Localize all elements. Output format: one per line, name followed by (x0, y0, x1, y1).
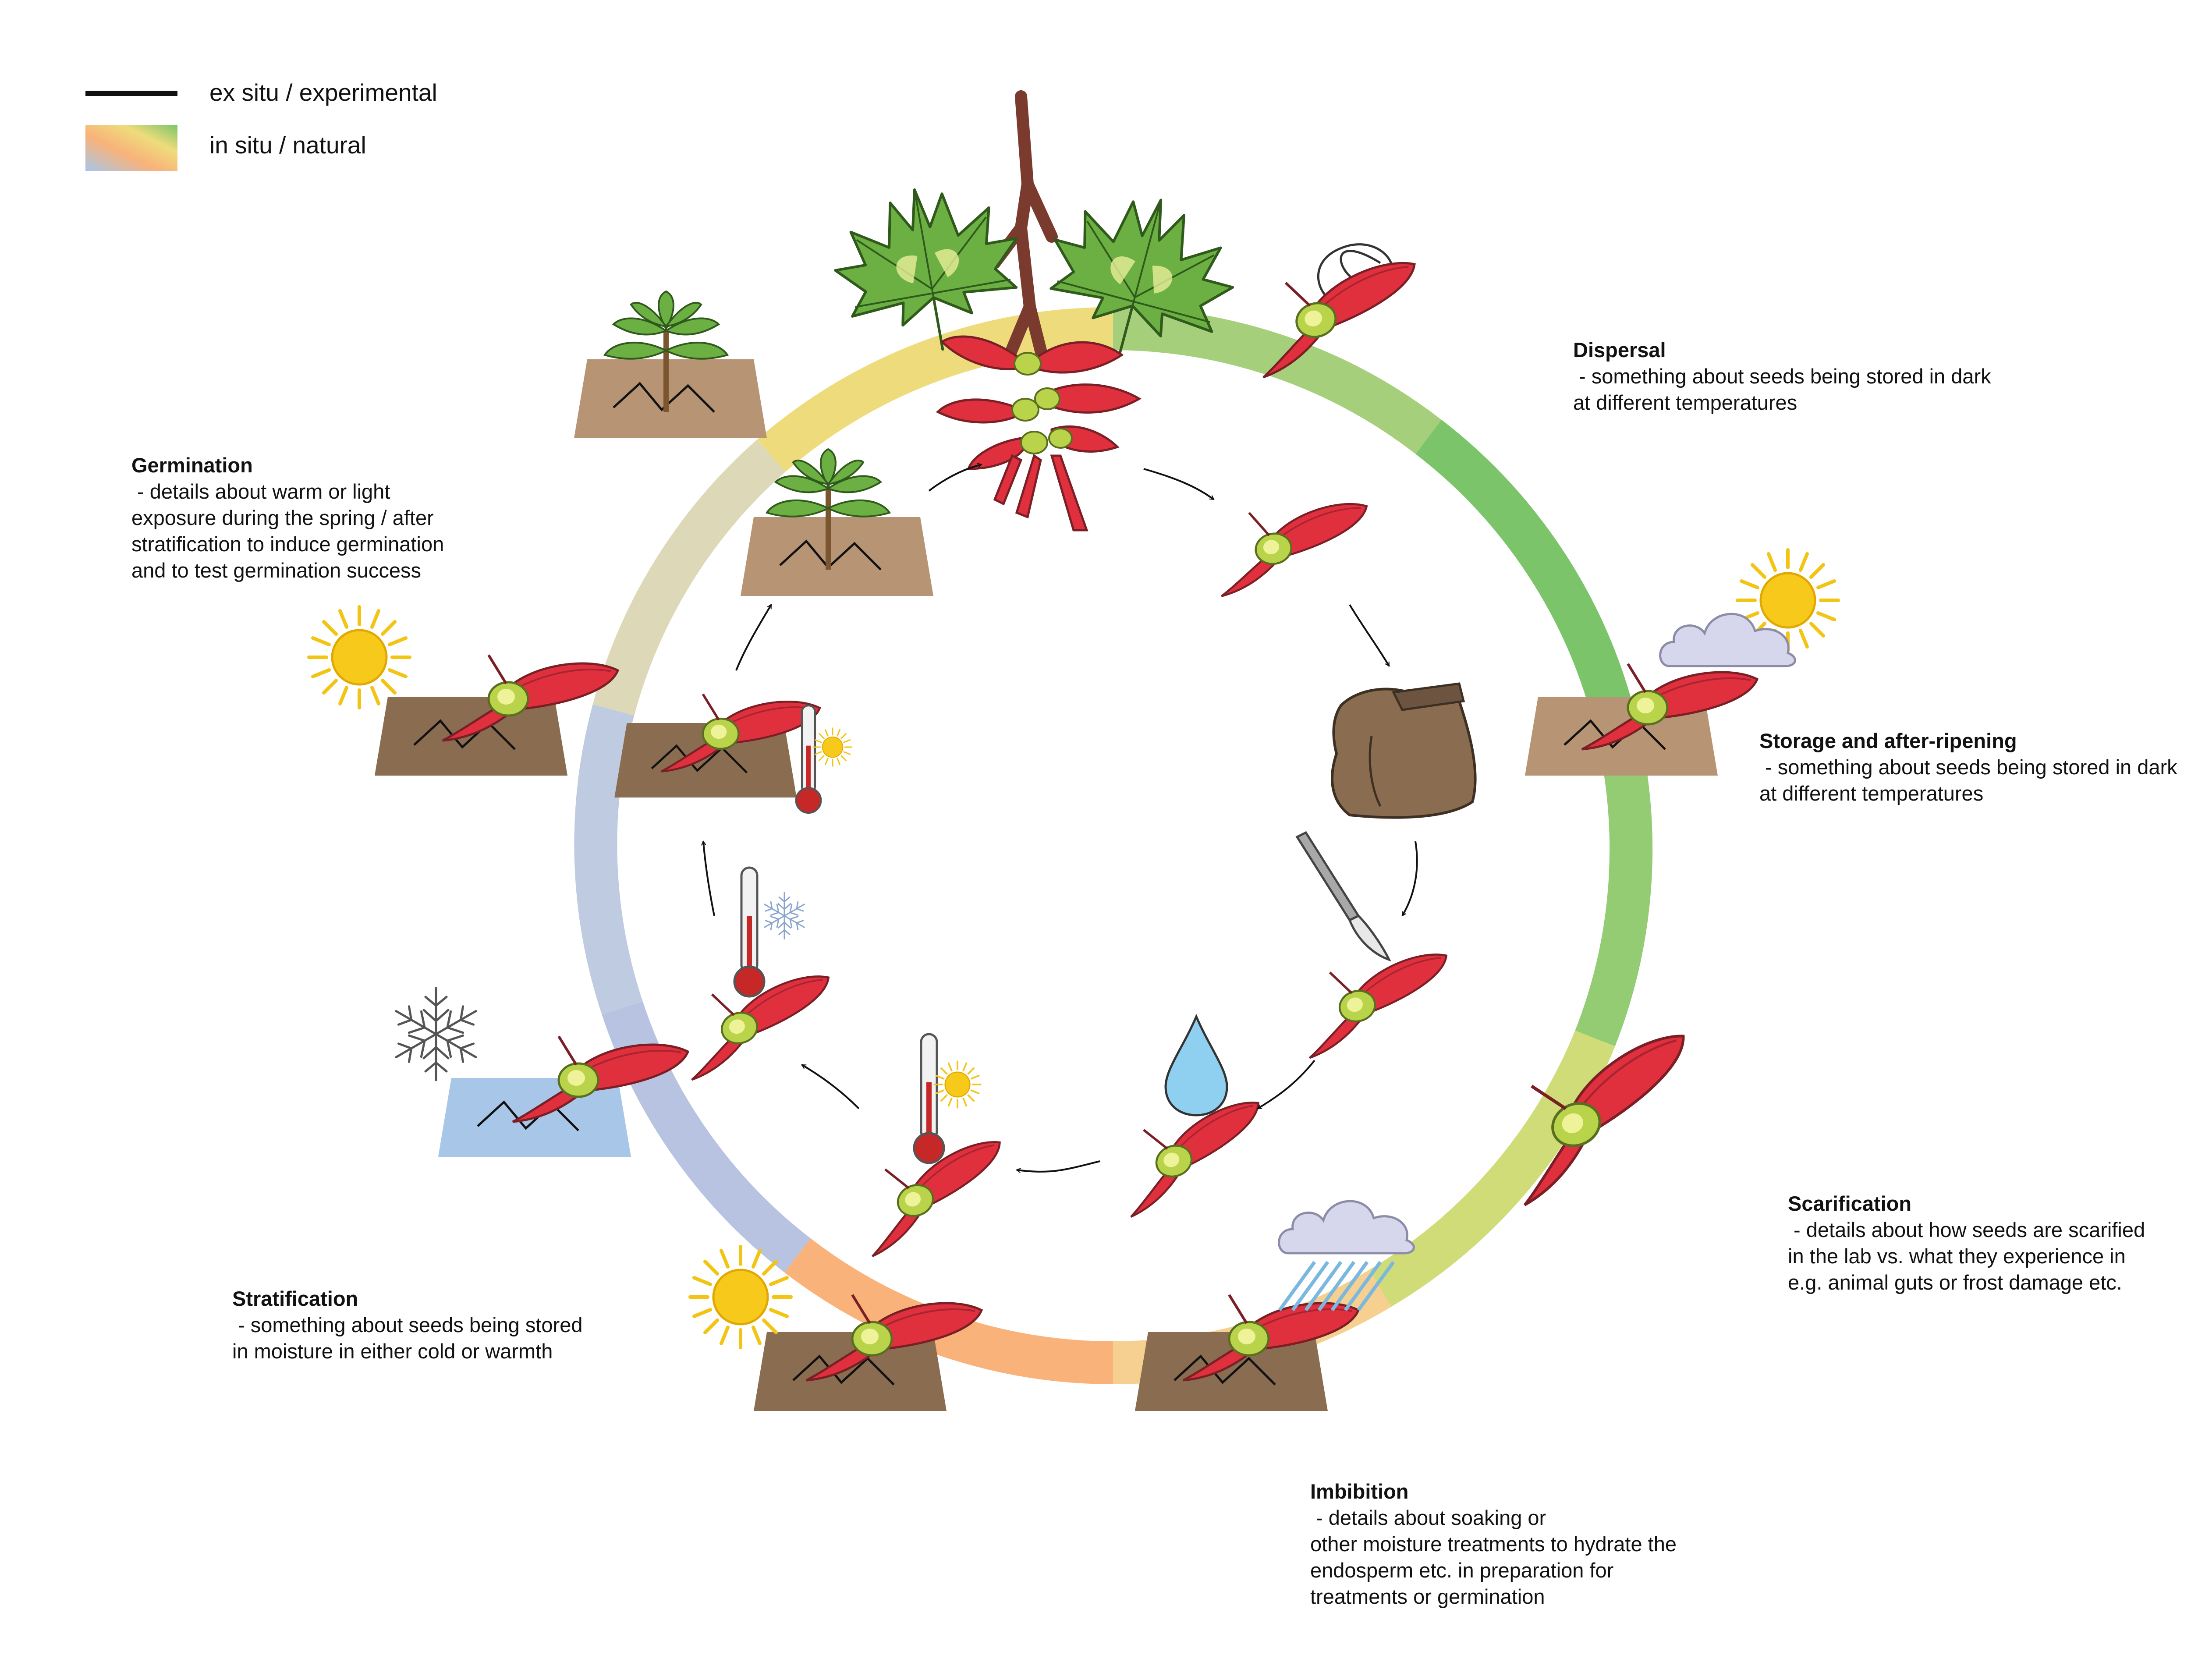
stage-description-line: other moisture treatments to hydrate the (1310, 1532, 1677, 1556)
stage-description-line: - details about warm or light (131, 480, 390, 503)
cycle-ring (574, 307, 1653, 1384)
ring-segment-green (1415, 420, 1634, 718)
sun-icon (309, 607, 410, 708)
legend-gradient-swatch (85, 125, 177, 171)
sun-icon (813, 727, 852, 767)
stage-label-germination: Germination - details about warm or ligh… (131, 454, 444, 582)
snowflake-icon (390, 988, 482, 1080)
arrow-samara-to-rock (1349, 604, 1390, 666)
ring-segment-blue (574, 704, 643, 1015)
stage-description-line: - something about seeds being stored in … (1759, 755, 2177, 779)
arrow-scarified-to-imbibed (1258, 1060, 1315, 1109)
ring-segment-yellow (757, 307, 1113, 472)
stage-description-line: e.g. animal guts or frost damage etc. (1788, 1271, 2122, 1294)
ring-segment-gray (592, 439, 786, 716)
stage-description-line: exposure during the spring / after (131, 506, 434, 529)
arrow-cold-to-test (703, 841, 715, 916)
stage-description-line: at different temperatures (1759, 782, 1983, 805)
inner-cycle (614, 449, 1477, 1256)
soil-block-icon (741, 517, 933, 596)
maple-branch-icon (824, 90, 1250, 532)
stage-title: Stratification (232, 1287, 358, 1310)
sun-icon (690, 1247, 791, 1347)
stage-label-imbibition: Imbibition - details about soaking or ot… (1310, 1480, 1677, 1608)
stage-description-line: in the lab vs. what they experience in (1788, 1244, 2126, 1268)
soil-block-icon (375, 697, 567, 776)
legend-natural-label: in situ / natural (209, 131, 366, 159)
stage-label-dispersal: Dispersal - something about seeds being … (1573, 338, 1991, 414)
stage-description-line: and to test germination success (131, 559, 421, 582)
arrow-branch-to-samara (1143, 468, 1214, 500)
stage-label-stratification: Stratification - something about seeds b… (232, 1287, 583, 1363)
stage-title: Dispersal (1573, 338, 1666, 362)
stage-description-line: - something about seeds being stored in … (1573, 365, 1991, 388)
stage-label-storage: Storage and after-ripening - something a… (1759, 729, 2177, 805)
ring-segment-top (1113, 307, 1442, 454)
stage-title: Scarification (1788, 1192, 1911, 1215)
stage-title: Germination (131, 454, 253, 477)
stage-description-line: stratification to induce germination (131, 532, 444, 556)
legend-experimental-label: ex situ / experimental (209, 79, 437, 106)
stage-description-line: at different temperatures (1573, 391, 1797, 414)
inner-arrows (703, 464, 1418, 1172)
stage-description-line: endosperm etc. in preparation for (1310, 1559, 1613, 1582)
legend: ex situ / experimental in situ / natural (85, 79, 437, 171)
ring-segment-yellowgreen (1369, 1030, 1615, 1307)
arrow-seedling-to-branch (928, 464, 982, 492)
cloud-icon (1279, 1201, 1414, 1253)
seedling-outer-icon-group (574, 291, 767, 438)
scalpel-icon (1295, 831, 1391, 962)
sun-icon (933, 1060, 982, 1109)
samara-icon (1208, 493, 1378, 596)
stage-description-line: - details about how seeds are scarified (1788, 1218, 2145, 1241)
snowflake-icon (762, 893, 808, 939)
thermometer-icon (734, 868, 764, 996)
dispersal-icon-group (1241, 243, 1433, 377)
stage-description-line: in moisture in either cold or warmth (232, 1340, 553, 1363)
samara-icon (1290, 942, 1463, 1058)
water-drop-icon (1164, 1014, 1228, 1116)
arrow-imbibed-to-warm (1017, 1160, 1100, 1172)
arrow-rock-to-scarified (1401, 841, 1418, 916)
soil-block-icon (574, 359, 767, 438)
stage-title: Storage and after-ripening (1759, 729, 2017, 752)
imbibition-icon-group (1135, 1201, 1414, 1411)
stage-description-line: treatments or germination (1310, 1585, 1545, 1608)
stage-title: Imbibition (1310, 1480, 1409, 1503)
stage-description-line: - details about soaking or (1310, 1506, 1546, 1529)
stage-description-line: - something about seeds being stored (232, 1313, 583, 1336)
rain-icon (1278, 1261, 1395, 1311)
arrow-warm-to-cold (802, 1064, 860, 1109)
arrow-test-to-seedling (735, 605, 772, 671)
thermometer-icon (914, 1034, 944, 1163)
stage-label-scarification: Scarification - details about how seeds … (1788, 1192, 2145, 1294)
germination-sun-icon-group (309, 607, 618, 776)
